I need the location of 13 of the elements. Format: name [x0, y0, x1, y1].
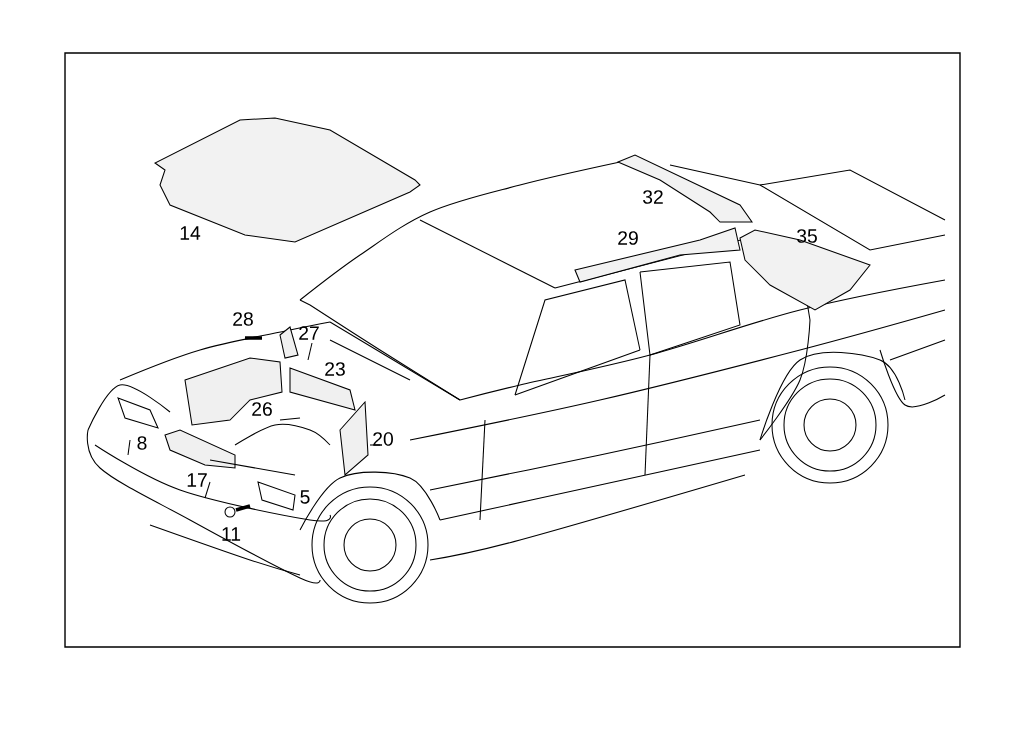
- callout-number: 17: [187, 473, 207, 487]
- callout-number: 26: [252, 402, 272, 416]
- callout-number: 20: [373, 432, 393, 446]
- callout-number: 14: [180, 226, 201, 240]
- callout-number: 23: [325, 362, 345, 376]
- callout-number: 8: [137, 436, 147, 450]
- callout-number: 11: [222, 527, 241, 541]
- callout-number: 5: [300, 490, 310, 504]
- callout-number: 35: [797, 229, 817, 243]
- callout-number: 28: [233, 312, 253, 326]
- callout-number: 29: [618, 231, 638, 245]
- callout-number: 27: [299, 326, 319, 340]
- callout-number: 32: [643, 190, 663, 204]
